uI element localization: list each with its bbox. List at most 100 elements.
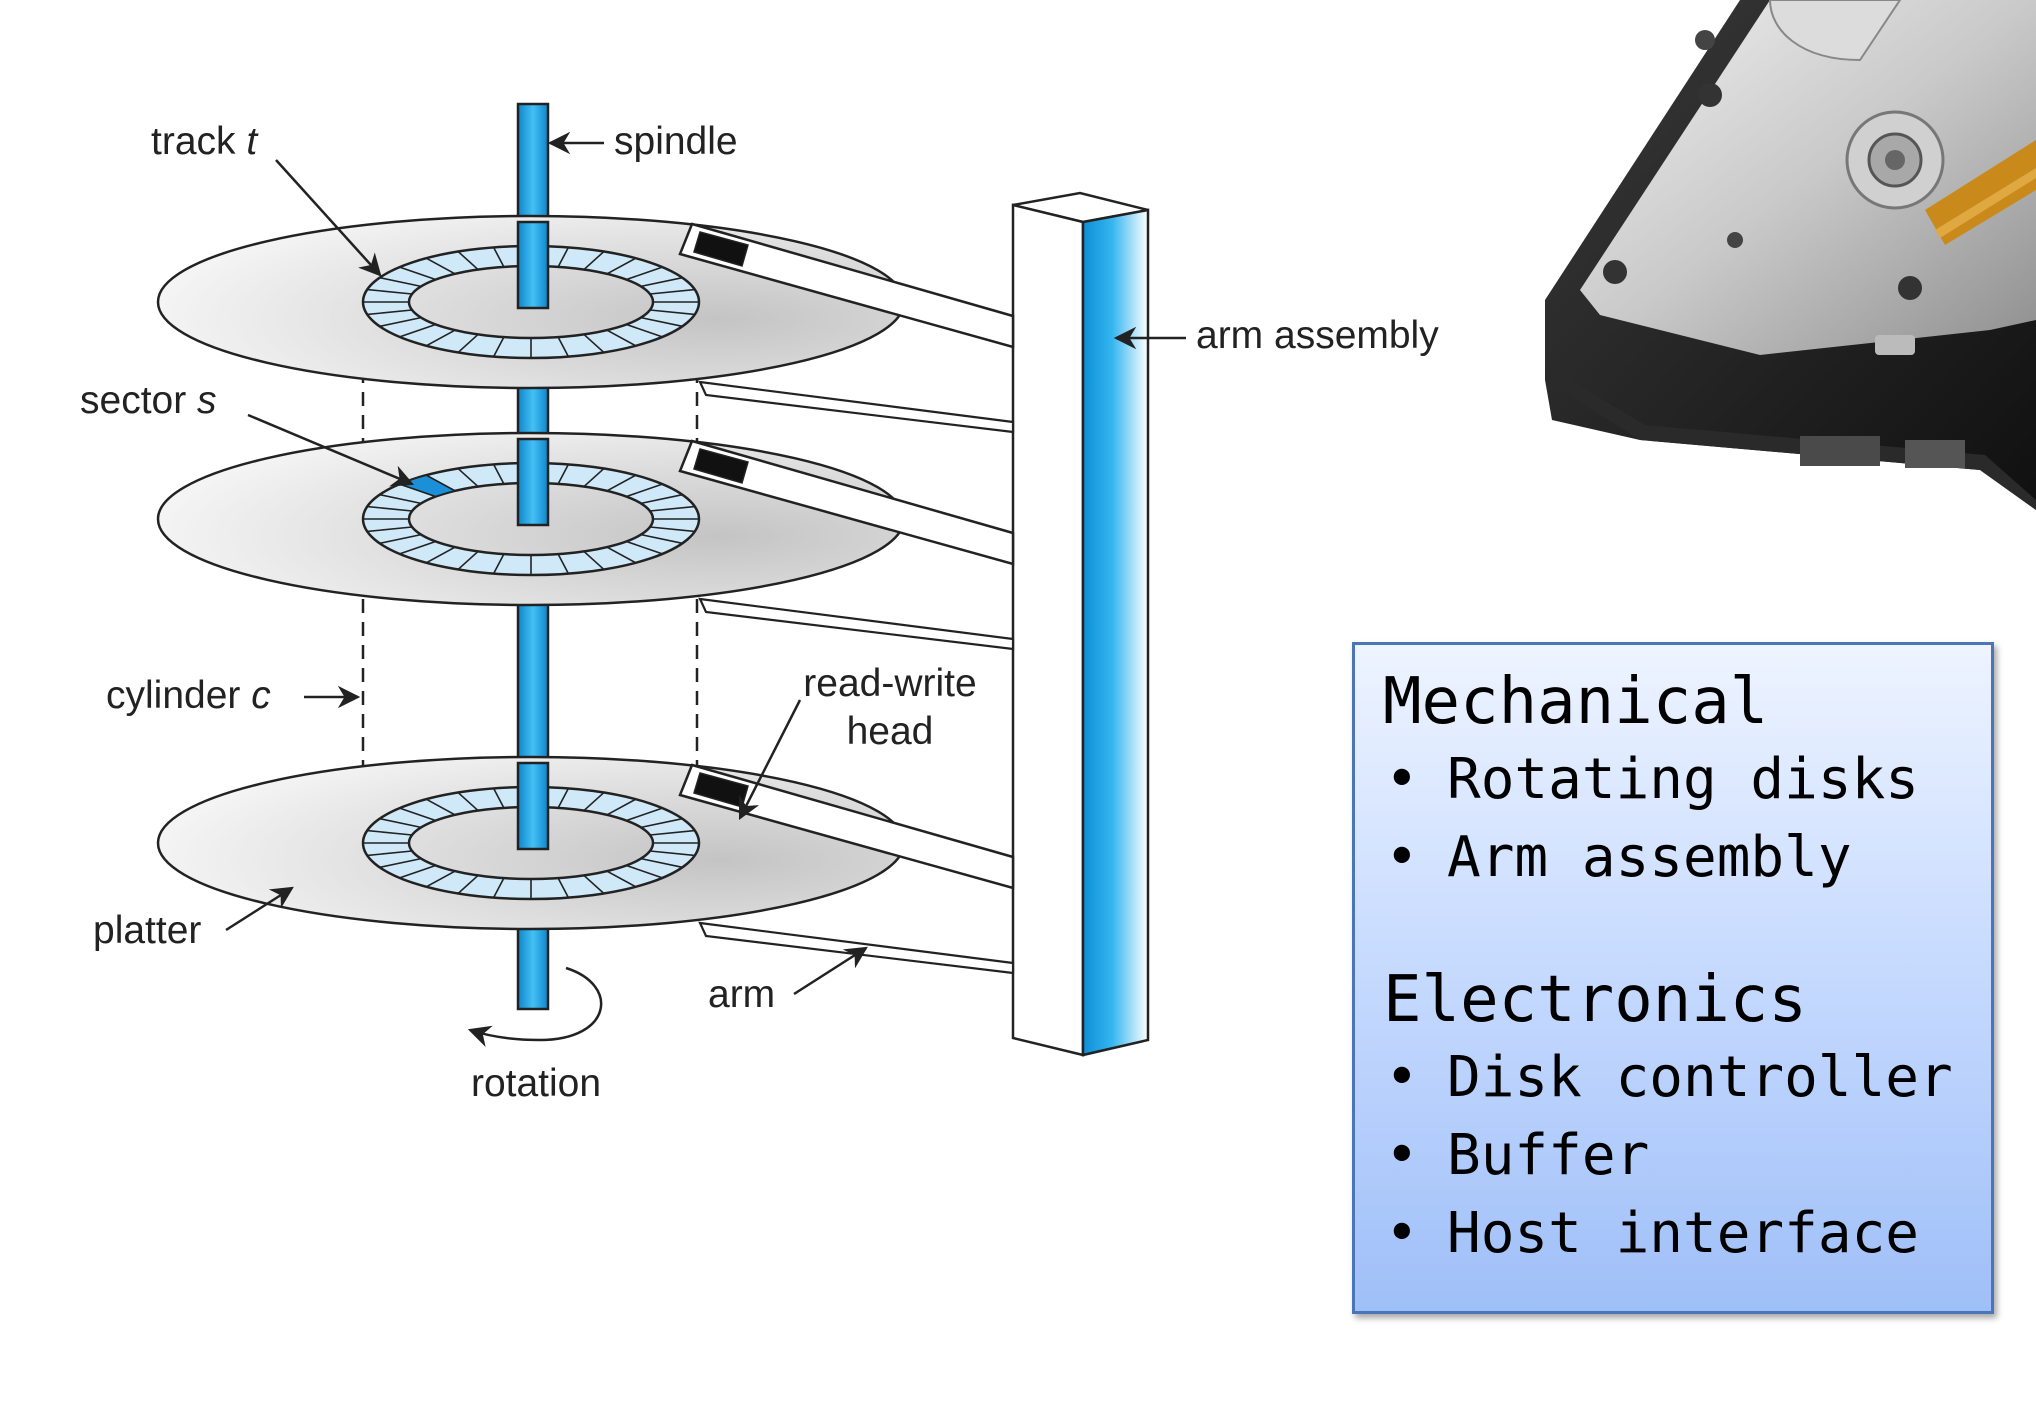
spindle-segment — [516, 761, 550, 851]
arm-assembly-column — [1011, 191, 1150, 1057]
bullet: • — [1385, 747, 1419, 812]
sector-division — [606, 474, 637, 492]
sector-division — [425, 546, 456, 564]
arm — [698, 597, 1015, 651]
sector-division — [649, 526, 695, 533]
arm — [698, 921, 1015, 975]
sector-division — [425, 798, 456, 816]
list-item: • Disk controller — [1383, 1039, 1967, 1117]
section-gap — [1383, 897, 1967, 961]
sector-division — [649, 505, 695, 512]
platter-arrow — [225, 886, 294, 932]
components-info-box: Mechanical •Rotating disks • Arm assembly… — [1352, 642, 1994, 1314]
list-item-text: Buffer — [1447, 1123, 1650, 1188]
list-item-text: Disk controller — [1447, 1045, 1953, 1110]
sector-division — [367, 288, 413, 295]
label-cylinder: cylinder c — [106, 674, 271, 717]
sector-division — [626, 323, 663, 338]
sector-division — [606, 329, 637, 347]
track-arrow — [275, 159, 382, 277]
sector-division — [583, 550, 605, 571]
diagram-labels: track t spindle arm assembly sector s cy… — [80, 120, 1439, 1105]
sector-division — [557, 247, 570, 268]
sector-division — [557, 877, 570, 898]
sector-division — [557, 464, 570, 485]
sector-division — [492, 464, 505, 485]
list-item-text: Host interface — [1447, 1201, 1920, 1266]
sector-division — [492, 553, 505, 574]
bullet: • — [1385, 1045, 1419, 1110]
list-item: • Buffer — [1383, 1117, 1967, 1195]
sector-division — [492, 336, 505, 357]
read-write-head-arrow — [738, 699, 802, 821]
label-spindle: spindle — [614, 120, 738, 163]
sector-division — [583, 467, 605, 488]
label-sector: sector s — [80, 379, 217, 422]
sector-division — [606, 546, 637, 564]
arm — [678, 439, 1015, 566]
sector-division — [583, 250, 605, 271]
sector-division — [583, 791, 605, 812]
sector-division — [379, 533, 422, 545]
sector-division — [379, 493, 422, 505]
sector-division — [399, 864, 436, 879]
sector-division — [626, 483, 663, 498]
sector-division — [640, 316, 683, 328]
electronics-list: • Disk controller • Buffer • Host interface — [1383, 1039, 1967, 1273]
sector-division — [626, 540, 663, 555]
sector-division — [457, 550, 479, 571]
sector-division — [492, 247, 505, 268]
sector-division — [649, 309, 695, 316]
platter-3 — [156, 755, 1015, 975]
label-read-write-head-line1: read-write — [803, 662, 976, 705]
sector-division — [583, 874, 605, 895]
cylinder-outline — [361, 300, 699, 838]
list-item: • Arm assembly — [1383, 819, 1967, 897]
label-rotation: rotation — [471, 1062, 601, 1105]
hard-drive-photo-icon — [1545, 0, 2036, 510]
list-item: •Rotating disks — [1383, 741, 1967, 819]
bullet: • — [1385, 1201, 1419, 1266]
sector-division — [379, 817, 422, 829]
sector-division — [457, 250, 479, 271]
platter-1 — [156, 214, 1015, 434]
sector-division — [640, 817, 683, 829]
label-arm-assembly: arm assembly — [1196, 314, 1439, 357]
info-section-electronics: Electronics •Disk controller •Buffer •Ho… — [1383, 961, 1967, 1273]
sector-division — [640, 493, 683, 505]
platter-2 — [156, 431, 1015, 651]
sector-division — [379, 276, 422, 288]
arm — [678, 763, 1015, 890]
sector-division — [640, 276, 683, 288]
sector-division — [367, 526, 413, 533]
sector-division — [457, 467, 479, 488]
sector-division — [557, 788, 570, 809]
sector-division — [606, 257, 637, 275]
sector-division — [425, 329, 456, 347]
label-platter: platter — [93, 909, 201, 952]
heading-mechanical: Mechanical — [1383, 665, 1769, 739]
sector-division — [457, 333, 479, 354]
label-track: track t — [151, 120, 259, 163]
bullet: • — [1385, 825, 1419, 890]
sector-division — [626, 864, 663, 879]
sector-division — [457, 874, 479, 895]
spindle-segment — [516, 220, 550, 310]
read-write-head — [693, 448, 749, 484]
spindle-segment — [516, 437, 550, 527]
sector-division — [379, 857, 422, 869]
bullet: • — [1385, 1123, 1419, 1188]
sector-division — [399, 540, 436, 555]
sector-division — [367, 309, 413, 316]
sector-division — [425, 870, 456, 888]
sector-division — [557, 553, 570, 574]
sector-division — [367, 505, 413, 512]
read-write-head — [693, 231, 749, 267]
info-section-mechanical: Mechanical •Rotating disks • Arm assembly — [1383, 663, 1967, 897]
sector-division — [367, 850, 413, 857]
sector-division — [399, 323, 436, 338]
list-item-text: Arm assembly — [1447, 825, 1852, 890]
arm — [678, 222, 1015, 349]
sector-division — [557, 336, 570, 357]
